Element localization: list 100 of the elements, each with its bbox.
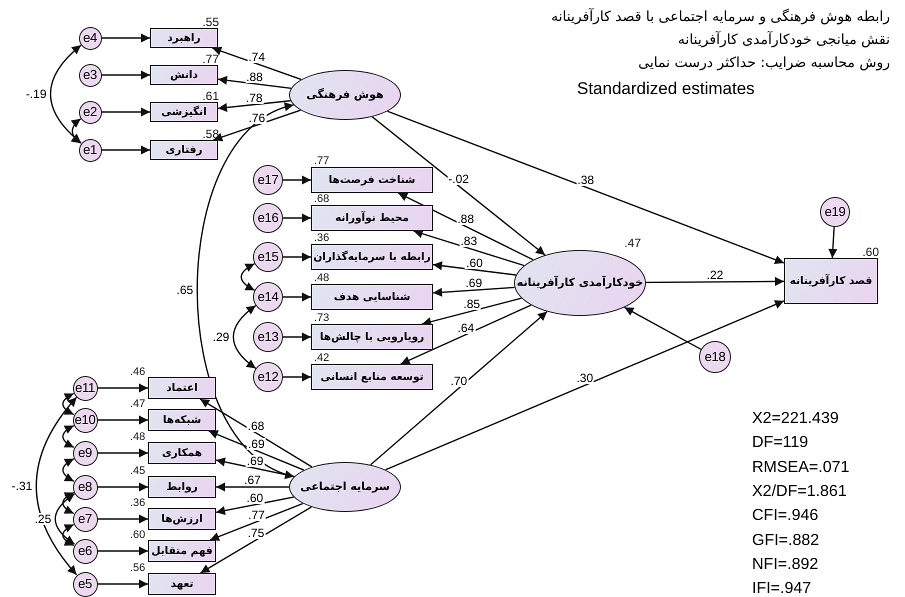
edge-label: .69: [464, 277, 484, 290]
arrow: [385, 300, 784, 470]
error-term-label: e8: [78, 480, 92, 494]
error-term-circle: [253, 282, 283, 312]
error-term-label: e9: [78, 446, 92, 460]
variable-name: راهبرد: [167, 32, 201, 44]
double-headed-arrow: [62, 392, 74, 416]
squared-correlation-value: .36: [130, 498, 146, 509]
edge-label: .22: [706, 268, 724, 281]
variable-name: رفتاری: [166, 144, 202, 156]
arrow: [413, 229, 524, 266]
fit-statistic: RMSEA=.071: [752, 460, 850, 476]
error-term-label: e18: [704, 350, 726, 364]
error-term-circle: [253, 165, 283, 195]
error-term-circle: [72, 376, 98, 400]
edge-label: .88: [245, 70, 264, 83]
arrow: [828, 226, 838, 258]
squared-correlation-value: .48: [130, 432, 146, 443]
edge-label: .38: [576, 174, 596, 186]
variable-name: محیط نوآورانه: [335, 212, 409, 224]
error-term-label: e17: [258, 172, 278, 188]
edge-label: .68: [246, 420, 266, 432]
fit-statistic: NFI=.892: [752, 556, 818, 573]
method-note: روش محاسبه ضرایب: حداکثر درست نمایی: [638, 56, 890, 70]
arrow: [98, 482, 148, 492]
arrow: [102, 146, 150, 154]
double-headed-arrow: [196, 104, 294, 478]
fit-statistic: DF=119: [752, 435, 808, 452]
error-term-circle: [72, 538, 98, 564]
error-term-circle: [253, 362, 283, 392]
arrow: [646, 276, 784, 286]
arrow: [216, 458, 294, 478]
arrow: [200, 398, 312, 468]
error-term-circle: [78, 100, 102, 124]
error-term-circle: [253, 203, 283, 233]
squared-correlation-value: .36: [314, 233, 330, 244]
error-term-circle: [253, 242, 283, 272]
edge-label: -.31: [10, 480, 34, 492]
squared-correlation-value: .73: [314, 313, 330, 324]
error-term-label: e19: [824, 204, 846, 220]
arrow: [102, 108, 150, 116]
arrow: [283, 292, 311, 302]
squared-correlation-value: .42: [314, 353, 330, 364]
arrow: [370, 311, 548, 466]
arrow: [210, 502, 304, 541]
arrow: [213, 110, 301, 142]
error-term-label: e7: [78, 512, 92, 526]
variable-name: سرمایه اجتماعی: [300, 480, 390, 494]
squared-correlation-value: .56: [130, 563, 146, 574]
arrow: [283, 176, 311, 184]
double-headed-arrow: [70, 118, 82, 144]
squared-correlation-value: .45: [130, 466, 146, 477]
fit-statistic: CFI=.946: [752, 508, 818, 524]
error-term-circle: [78, 26, 102, 50]
squared-correlation-value: .48: [314, 273, 330, 284]
squared-correlation-value: .47: [624, 237, 641, 249]
error-term-circle: [78, 64, 102, 86]
fit-statistic: X2/DF=1.861: [752, 484, 847, 500]
error-term-label: e1: [83, 142, 97, 158]
double-headed-arrow: [62, 424, 74, 448]
arrow: [98, 580, 148, 588]
error-term-circle: [699, 341, 731, 373]
variable-name: شبکه‌ها: [162, 414, 202, 426]
squared-correlation-value: .47: [130, 399, 146, 410]
double-headed-arrow: [240, 263, 255, 291]
latent-variable-ellipse: [289, 462, 401, 512]
arrow: [432, 261, 516, 276]
edge-label: .70: [449, 375, 468, 388]
variable-name: دانش: [170, 68, 198, 82]
squared-correlation-value: .55: [202, 16, 219, 28]
edge-label: .88: [456, 213, 476, 226]
error-term-circle: [820, 197, 850, 227]
variable-name: شناخت فرصت‌ها: [328, 174, 416, 186]
variable-name: هوش فرهنگی: [306, 88, 384, 102]
arrow: [208, 430, 304, 471]
arrow: [387, 110, 784, 264]
squared-correlation-value: .58: [202, 128, 219, 140]
error-term-label: e15: [258, 250, 278, 264]
edge-label: .69: [246, 438, 266, 450]
squared-correlation-value: .60: [130, 530, 146, 541]
arrow: [216, 496, 294, 515]
edge-label: .75: [246, 526, 266, 539]
arrow: [98, 416, 148, 424]
variable-name: رابطه با سرمایه‌گذاران: [313, 250, 431, 264]
double-headed-arrow: [232, 305, 256, 369]
squared-correlation-value: .77: [314, 156, 330, 167]
error-term-circle: [72, 440, 98, 466]
error-term-label: e11: [75, 380, 95, 396]
arrow: [212, 46, 302, 80]
variable-name: خودکارآمدی کارآفرینانه: [516, 276, 644, 290]
estimates-note: Standardized estimates: [577, 80, 755, 97]
arrow: [283, 214, 311, 222]
edge-label: .29: [212, 331, 230, 343]
arrow: [98, 384, 148, 392]
variable-name: همکاری: [162, 446, 202, 460]
edge-label: .78: [244, 92, 264, 104]
edge-label: .77: [247, 508, 266, 521]
variable-name: قصد کارآفرینانه: [790, 274, 872, 288]
double-headed-arrow: [36, 396, 78, 576]
error-term-circle: [72, 474, 98, 500]
